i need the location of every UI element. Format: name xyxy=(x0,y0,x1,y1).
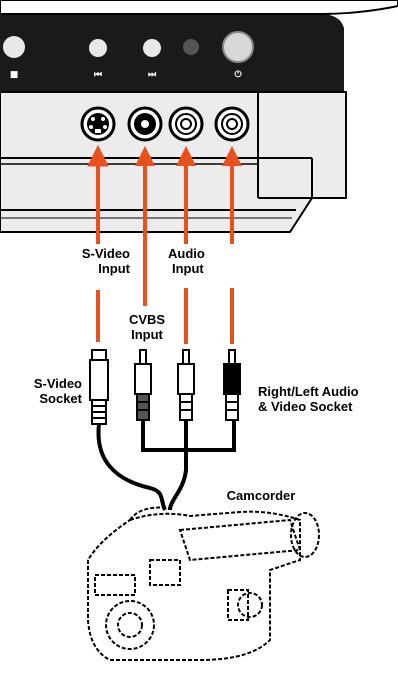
arrow-cvbs xyxy=(135,146,155,306)
camcorder-label: Camcorder xyxy=(226,488,296,503)
audio-plug-left xyxy=(223,349,241,421)
previous-icon[interactable]: ⏮ xyxy=(93,70,103,80)
audio-plug-right xyxy=(177,349,195,421)
stop-icon[interactable]: ■ xyxy=(9,70,19,80)
arrow-audio-left xyxy=(222,146,242,344)
arrow-audio-right xyxy=(176,146,196,344)
cables xyxy=(96,420,236,511)
camcorder-drawing xyxy=(87,506,320,661)
arrow-svideo xyxy=(87,144,109,342)
cvbs-plug xyxy=(134,349,152,421)
cvbs-input-label: CVBS Input xyxy=(128,312,166,342)
button-stop xyxy=(89,39,107,57)
rl-audio-video-socket-label: Right/Left Audio & Video Socket xyxy=(258,384,359,414)
audio-input-label: Audio Input xyxy=(168,246,205,276)
panel-top-edge xyxy=(0,0,398,15)
power-icon[interactable]: ⏻ xyxy=(234,70,242,80)
svideo-input-label: S-Video Input xyxy=(81,246,130,276)
control-panel xyxy=(0,14,344,92)
cvbs-jack xyxy=(127,106,163,142)
audio-jack-left xyxy=(214,106,250,142)
svideo-jack xyxy=(80,106,116,142)
button-next xyxy=(183,39,199,55)
audio-jack-right xyxy=(168,106,204,142)
next-icon[interactable]: ⏭ xyxy=(147,70,157,80)
svideo-socket-label: S-Video Socket xyxy=(33,376,82,406)
button-power xyxy=(222,31,254,63)
button-prev xyxy=(143,39,161,57)
button-left-edge xyxy=(3,36,25,58)
svideo-plug xyxy=(89,349,109,425)
